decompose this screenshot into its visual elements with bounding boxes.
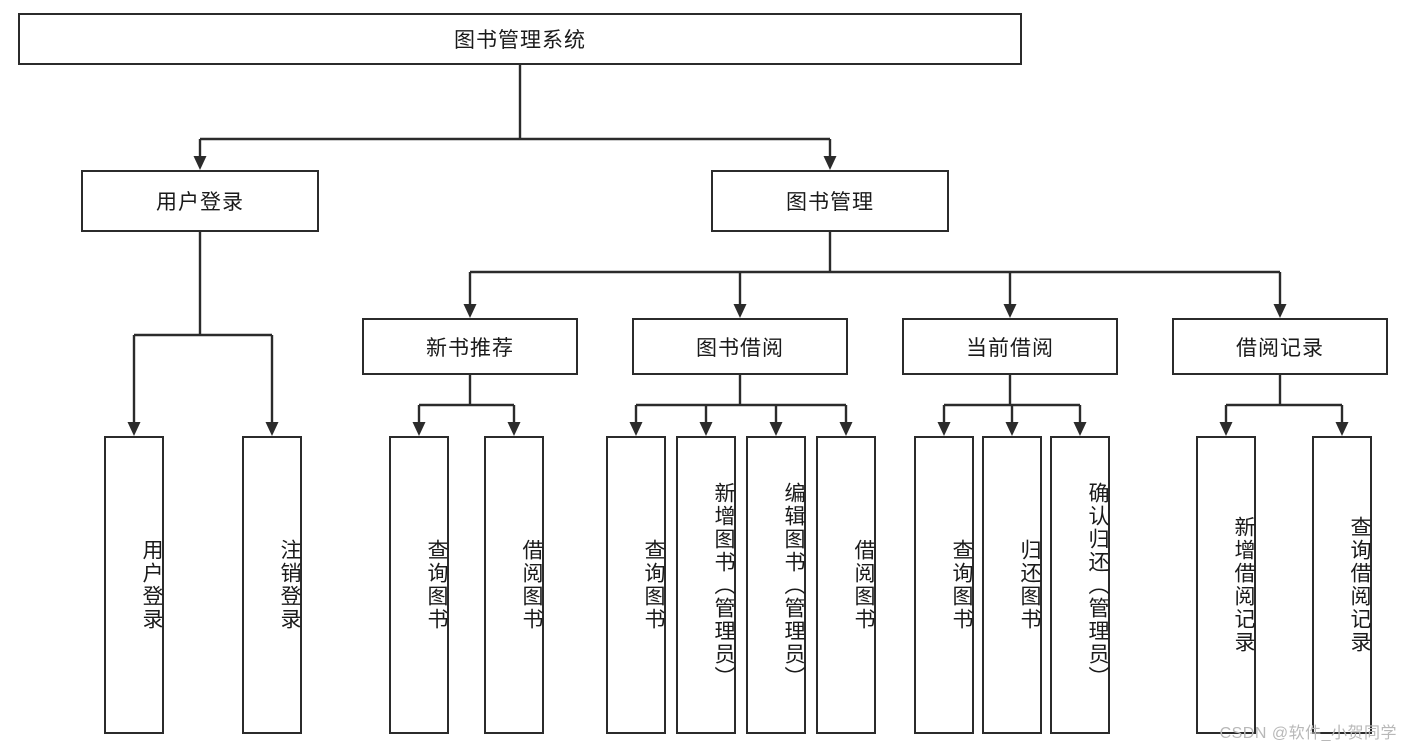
node-label: 新增借阅记录 <box>1232 516 1255 654</box>
node-label: 查询图书 <box>425 539 448 631</box>
node-borrow-record[interactable]: 借阅记录 <box>1172 318 1388 375</box>
node-label: 图书管理系统 <box>454 29 586 52</box>
node-leaf-query-book-borrow[interactable]: 查询图书 <box>606 436 666 734</box>
node-leaf-borrow-book-recommend[interactable]: 借阅图书 <box>484 436 544 734</box>
node-leaf-return-book[interactable]: 归还图书 <box>982 436 1042 734</box>
node-label: 查询图书 <box>642 539 665 631</box>
node-label: 注销登录 <box>278 539 301 631</box>
node-root[interactable]: 图书管理系统 <box>18 13 1022 65</box>
node-leaf-query-book-current[interactable]: 查询图书 <box>914 436 974 734</box>
node-label: 用户登录 <box>156 191 244 214</box>
node-leaf-add-book[interactable]: 新增图书（管理员） <box>676 436 736 734</box>
node-label: 借阅图书 <box>520 539 543 631</box>
node-book-manage[interactable]: 图书管理 <box>711 170 949 232</box>
node-user-login[interactable]: 用户登录 <box>81 170 319 232</box>
node-new-book-recommend[interactable]: 新书推荐 <box>362 318 578 375</box>
node-label: 当前借阅 <box>966 336 1054 360</box>
node-leaf-confirm-return[interactable]: 确认归还（管理员） <box>1050 436 1110 734</box>
node-label: 新书推荐 <box>426 336 514 360</box>
node-leaf-query-book-recommend[interactable]: 查询图书 <box>389 436 449 734</box>
node-label: 图书管理 <box>786 191 874 214</box>
node-leaf-user-login[interactable]: 用户登录 <box>104 436 164 734</box>
node-current-borrow[interactable]: 当前借阅 <box>902 318 1118 375</box>
node-label: 确认归还（管理员） <box>1086 481 1109 689</box>
node-label: 编辑图书（管理员） <box>782 481 805 689</box>
node-leaf-edit-book[interactable]: 编辑图书（管理员） <box>746 436 806 734</box>
node-label: 借阅图书 <box>852 539 875 631</box>
node-leaf-borrow-book[interactable]: 借阅图书 <box>816 436 876 734</box>
node-leaf-logout[interactable]: 注销登录 <box>242 436 302 734</box>
node-leaf-query-borrow-record[interactable]: 查询借阅记录 <box>1312 436 1372 734</box>
node-label: 借阅记录 <box>1236 336 1324 360</box>
node-leaf-add-borrow-record[interactable]: 新增借阅记录 <box>1196 436 1256 734</box>
node-book-borrow[interactable]: 图书借阅 <box>632 318 848 375</box>
node-label: 归还图书 <box>1018 539 1041 631</box>
node-label: 查询图书 <box>950 539 973 631</box>
node-label: 查询借阅记录 <box>1348 516 1371 654</box>
node-label: 新增图书（管理员） <box>712 481 735 689</box>
node-label: 用户登录 <box>140 539 163 631</box>
node-label: 图书借阅 <box>696 336 784 360</box>
watermark-text: CSDN @软件_小贺同学 <box>1219 725 1397 742</box>
